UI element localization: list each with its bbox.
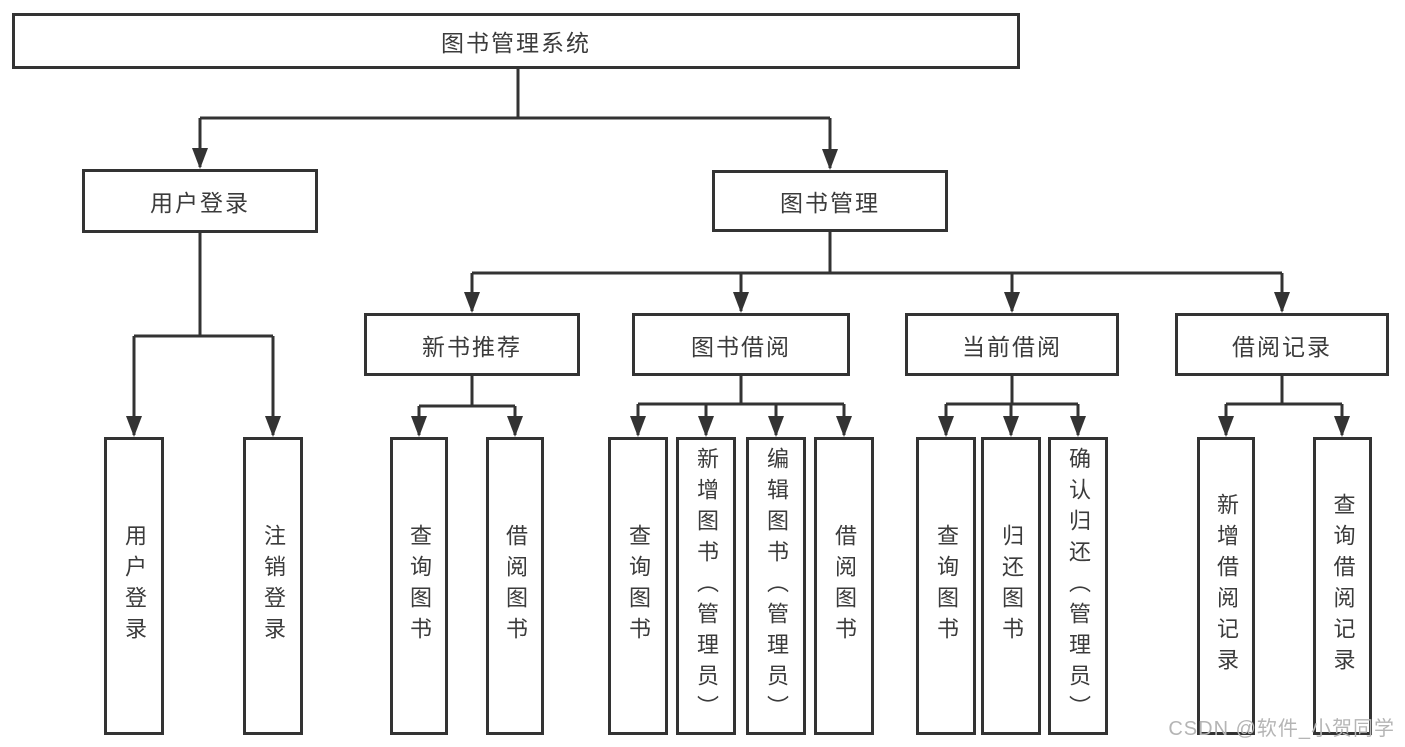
- leaf-records-add-record: 新增借阅记录: [1197, 437, 1255, 735]
- leaf-borrow-query-books: 查询图书: [608, 437, 668, 735]
- leaf-records-add-record-label: 新增借阅记录: [1214, 493, 1239, 679]
- leaf-logout-label: 注销登录: [261, 524, 286, 648]
- leaf-user-login-label: 用户登录: [122, 524, 147, 648]
- leaf-logout: 注销登录: [243, 437, 303, 735]
- leaf-current-query-books: 查询图书: [916, 437, 976, 735]
- leaf-newbook-borrow-books: 借阅图书: [486, 437, 544, 735]
- node-book-management: 图书管理: [712, 170, 948, 232]
- node-current-borrow: 当前借阅: [905, 313, 1119, 376]
- node-new-book-recommend: 新书推荐: [364, 313, 580, 376]
- csdn-watermark: CSDN @软件_小贺同学: [1168, 718, 1395, 740]
- leaf-records-query-record-label: 查询借阅记录: [1330, 493, 1356, 679]
- node-book-management-label: 图书管理: [780, 190, 880, 216]
- leaf-borrow-borrow-books-label: 借阅图书: [832, 524, 857, 648]
- leaf-current-confirm-return-admin-label: 确认归还（管理员）: [1066, 446, 1091, 726]
- leaf-newbook-query-books: 查询图书: [390, 437, 448, 735]
- leaf-current-return-books: 归还图书: [981, 437, 1041, 735]
- leaf-borrow-borrow-books: 借阅图书: [814, 437, 874, 735]
- node-book-borrow-label: 图书借阅: [691, 333, 791, 360]
- node-book-borrow: 图书借阅: [632, 313, 850, 376]
- leaf-borrow-edit-books-admin-label: 编辑图书（管理员）: [764, 446, 789, 726]
- connector-paths: [132, 69, 1344, 435]
- leaf-borrow-edit-books-admin: 编辑图书（管理员）: [746, 437, 806, 735]
- leaf-newbook-borrow-books-label: 借阅图书: [503, 524, 528, 648]
- leaf-current-return-books-label: 归还图书: [999, 524, 1024, 648]
- leaf-current-confirm-return-admin: 确认归还（管理员）: [1048, 437, 1108, 735]
- leaf-newbook-query-books-label: 查询图书: [407, 524, 432, 648]
- node-root-system: 图书管理系统: [12, 13, 1020, 69]
- leaf-borrow-query-books-label: 查询图书: [626, 524, 651, 648]
- leaf-user-login: 用户登录: [104, 437, 164, 735]
- node-root-label: 图书管理系统: [441, 30, 591, 56]
- node-borrow-records-label: 借阅记录: [1232, 333, 1332, 360]
- leaf-borrow-add-books-admin: 新增图书（管理员）: [676, 437, 736, 735]
- leaf-records-query-record: 查询借阅记录: [1313, 437, 1372, 735]
- node-new-book-recommend-label: 新书推荐: [422, 333, 522, 360]
- leaf-current-query-books-label: 查询图书: [934, 524, 959, 648]
- node-user-login-label: 用户登录: [150, 190, 250, 216]
- node-borrow-records: 借阅记录: [1175, 313, 1389, 376]
- node-user-login: 用户登录: [82, 169, 318, 233]
- leaf-borrow-add-books-admin-label: 新增图书（管理员）: [694, 446, 719, 726]
- node-current-borrow-label: 当前借阅: [962, 333, 1062, 360]
